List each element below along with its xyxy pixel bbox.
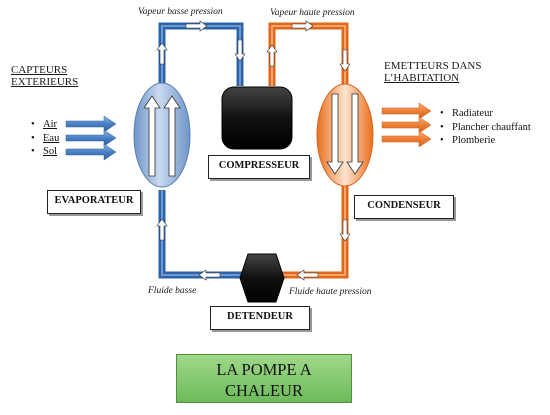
emitter-item: •Radiateur [440,108,493,119]
evaporator-label: EVAPORATEUR [47,190,141,214]
sensor-list: •Air •Eau •Sol [31,118,59,159]
condenser-shape [316,83,374,187]
condenser-label: CONDENSEUR [354,195,454,219]
emitter-item: •Plomberie [440,135,496,146]
compressor-shape [221,86,293,150]
high-pressure-fluid-label: Fluide haute pression [289,287,372,297]
expander-shape [239,253,285,303]
input-arrows [65,115,117,161]
low-fluid-label: Fluide basse [148,286,197,296]
sensor-item: •Air [31,119,57,130]
compressor-label: COMPRESSEUR [208,155,310,179]
evaporator-shape [133,82,191,188]
output-arrows [381,102,432,148]
low-pressure-vapor-label: Vapeur basse pression [138,7,223,17]
emitter-list: •Radiateur •Plancher chauffant •Plomberi… [440,107,531,148]
emitter-item: •Plancher chauffant [440,121,531,133]
high-pressure-vapor-label: Vapeur haute pression [270,8,355,18]
sensor-item: •Sol [31,146,58,157]
sensor-item: •Eau [31,132,60,144]
flow-arrows [156,20,351,281]
expander-label: DETENDEUR [210,306,310,330]
